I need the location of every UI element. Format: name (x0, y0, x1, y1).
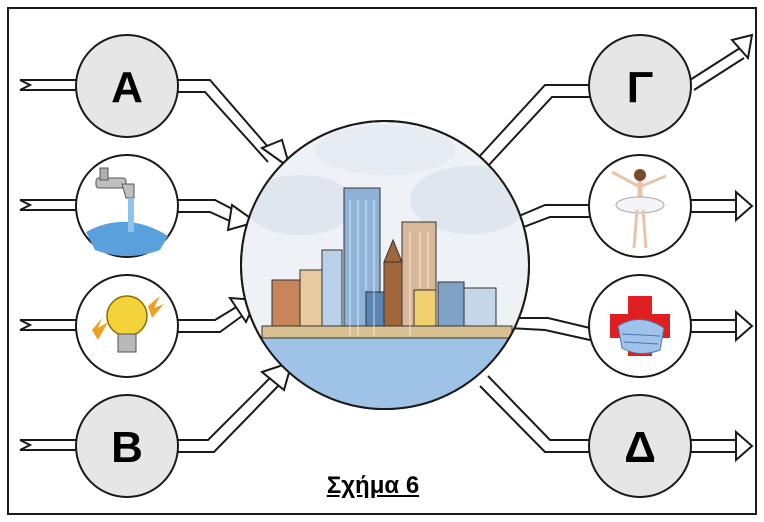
node-input-b-label: Β (111, 423, 143, 472)
input-a-arrow (178, 79, 276, 156)
node-input-a: Α (75, 34, 179, 138)
output-arrows (477, 33, 754, 463)
node-output-delta-label: Δ (624, 423, 656, 472)
water-tap-icon (75, 154, 179, 258)
node-output-gamma: Γ (588, 34, 692, 138)
light-bulb-icon (75, 274, 179, 378)
input-b-arrow (178, 375, 273, 441)
node-output-gamma-label: Γ (627, 63, 653, 112)
node-input-b: Β (75, 394, 179, 498)
node-input-a-label: Α (111, 63, 143, 112)
input-water-arrow (178, 199, 239, 213)
output-gamma-out (689, 47, 741, 81)
output-medical-arrow (510, 317, 591, 329)
ballerina-icon (588, 154, 692, 258)
medical-cross-mask-icon (588, 274, 692, 378)
output-delta-arrow (487, 375, 590, 441)
input-power-arrow (178, 305, 239, 321)
figure-caption-text: Σχήμα 6 (326, 472, 420, 499)
city-skyline-icon (240, 120, 530, 410)
figure-caption: Σχήμα 6 (298, 462, 448, 510)
output-gamma-arrow (477, 84, 590, 159)
node-output-delta: Δ (588, 394, 692, 498)
diagram-border (7, 7, 757, 515)
